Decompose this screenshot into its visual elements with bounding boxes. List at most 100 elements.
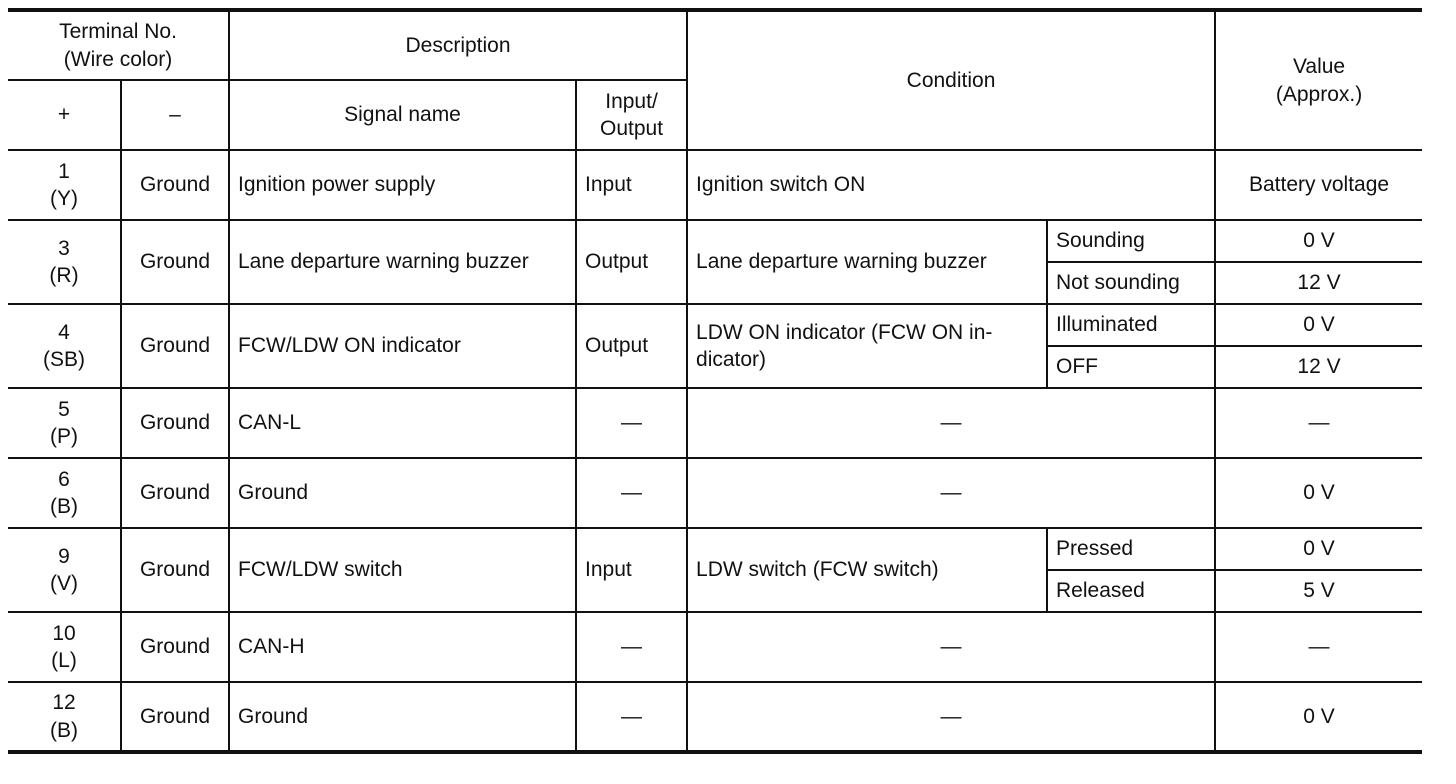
- io-cell: Output: [574, 303, 689, 389]
- header-value-line2: (Approx.): [1275, 82, 1363, 106]
- terminal-cell: 6 (B): [8, 457, 122, 529]
- terminal-cell: 9 (V): [8, 527, 122, 613]
- header-minus: –: [120, 79, 230, 151]
- wire-color: (V): [50, 572, 78, 595]
- wire-color: (P): [50, 425, 78, 448]
- signal-name-cell: Ground: [228, 681, 577, 754]
- wire-color: (SB): [43, 348, 85, 371]
- signal-name-cell: FCW/LDW ON indicator: [228, 303, 577, 389]
- io-cell: —: [574, 457, 689, 529]
- header-plus: +: [8, 79, 122, 151]
- condition-cell: —: [686, 681, 1217, 754]
- terminal-number: 12: [52, 691, 76, 715]
- table-row: 4 (SB) Ground FCW/LDW ON indicator Outpu…: [8, 303, 1423, 389]
- table-row: Released 5 V: [8, 569, 1423, 613]
- value-cell: —: [1214, 611, 1423, 683]
- table-row: Not sounding 12 V: [8, 261, 1423, 305]
- header-condition: Condition: [686, 8, 1217, 151]
- table-row: 6 (B) Ground Ground — — 0 V: [8, 457, 1423, 529]
- condition-cell: Ignition switch ON: [686, 149, 1217, 221]
- minus-cell: Ground: [120, 457, 230, 529]
- table-row: 3 (R) Ground Lane departure warning buzz…: [8, 219, 1423, 305]
- signal-name-cell: CAN-H: [228, 611, 577, 683]
- header-description: Description: [227, 8, 689, 81]
- table-row: OFF 12 V: [8, 345, 1423, 389]
- terminal-cell: 4 (SB): [8, 303, 122, 389]
- wire-color: (Y): [50, 187, 78, 210]
- header-terminal-no-line2: (Wire color): [63, 47, 173, 71]
- terminal-number: 4: [58, 320, 70, 344]
- io-cell: —: [574, 387, 689, 459]
- condition-cell: LDW switch (FCW switch): [686, 527, 1049, 613]
- minus-cell: Ground: [120, 149, 230, 221]
- header-signal-name: Signal name: [228, 79, 577, 151]
- value-cell: 0 V: [1214, 681, 1423, 754]
- terminal-number: 1: [58, 159, 70, 183]
- header-terminal-no-line1: Terminal No.: [59, 20, 177, 44]
- signal-name-cell: Lane departure warning buzzer: [228, 219, 577, 305]
- header-row-1: Terminal No. (Wire color) Description Co…: [8, 8, 1423, 151]
- header-io-line1: Input/: [605, 89, 658, 113]
- condition-cell: —: [686, 611, 1217, 683]
- sub-condition-cell: Released: [1047, 569, 1217, 613]
- header-value: Value (Approx.): [1214, 8, 1423, 151]
- terminal-cell: 3 (R): [8, 219, 122, 305]
- header-terminal-no: Terminal No. (Wire color): [8, 8, 230, 81]
- table-row: 12 (B) Ground Ground — — 0 V: [8, 681, 1423, 754]
- header-input-output: Input/ Output: [574, 79, 688, 151]
- wire-color: (R): [49, 264, 79, 287]
- table-row: 5 (P) Ground CAN-L — — —: [8, 387, 1423, 459]
- terminal-cell: 1 (Y): [8, 149, 122, 221]
- terminal-cell: 12 (B): [8, 681, 122, 754]
- io-cell: Input: [574, 149, 689, 221]
- terminal-number: 9: [58, 544, 70, 568]
- signal-name-cell: CAN-L: [228, 387, 577, 459]
- value-cell: 0 V: [1214, 457, 1423, 529]
- terminal-cell: 5 (P): [8, 387, 122, 459]
- terminal-number: 6: [58, 467, 70, 491]
- sub-condition-cell: Sounding: [1046, 219, 1217, 263]
- terminal-number: 3: [58, 236, 70, 260]
- table-row: 1 (Y) Ground Ignition power supply Input…: [8, 149, 1423, 221]
- terminal-cell: 10 (L): [8, 611, 122, 683]
- io-cell: Input: [574, 527, 689, 613]
- wire-color: (B): [50, 495, 78, 518]
- header-value-line1: Value: [1292, 55, 1346, 79]
- value-cell: 12 V: [1214, 345, 1423, 389]
- value-cell: 0 V: [1214, 527, 1423, 571]
- minus-cell: Ground: [120, 387, 230, 459]
- minus-cell: Ground: [120, 681, 230, 754]
- minus-cell: Ground: [120, 527, 230, 613]
- table-row: 9 (V) Ground FCW/LDW switch Input LDW sw…: [8, 527, 1423, 613]
- header-row-2: + – Signal name Input/ Output: [8, 79, 1422, 151]
- minus-cell: Ground: [120, 303, 230, 389]
- signal-name-cell: FCW/LDW switch: [228, 527, 577, 613]
- sub-condition-cell: Pressed: [1046, 527, 1217, 571]
- sub-condition-cell: OFF: [1047, 345, 1217, 389]
- value-cell: 5 V: [1214, 569, 1423, 613]
- io-cell: —: [574, 681, 689, 754]
- condition-cell: —: [686, 387, 1217, 459]
- minus-cell: Ground: [120, 611, 230, 683]
- value-cell: 12 V: [1214, 261, 1423, 305]
- table-row: 10 (L) Ground CAN-H — — —: [8, 611, 1423, 683]
- wire-color: (L): [51, 649, 77, 672]
- io-cell: Output: [574, 219, 689, 305]
- condition-cell: Lane departure warning buzzer: [686, 219, 1049, 305]
- sub-condition-cell: Illuminated: [1046, 303, 1217, 347]
- value-cell: Battery voltage: [1214, 149, 1423, 221]
- minus-cell: Ground: [120, 219, 230, 305]
- header-io-line2: Output: [599, 117, 664, 140]
- io-cell: —: [574, 611, 689, 683]
- terminal-number: 5: [58, 397, 70, 421]
- terminal-table: Terminal No. (Wire color) Description Co…: [8, 8, 1423, 754]
- condition-cell: —: [686, 457, 1217, 529]
- wire-color: (B): [50, 718, 78, 742]
- signal-name-cell: Ignition power supply: [228, 149, 577, 221]
- value-cell: 0 V: [1214, 303, 1423, 347]
- value-cell: 0 V: [1214, 219, 1423, 263]
- value-cell: —: [1214, 387, 1423, 459]
- condition-cell: LDW ON indicator (FCW ON in-dicator): [686, 303, 1049, 389]
- terminal-number: 10: [52, 621, 76, 645]
- signal-name-cell: Ground: [228, 457, 577, 529]
